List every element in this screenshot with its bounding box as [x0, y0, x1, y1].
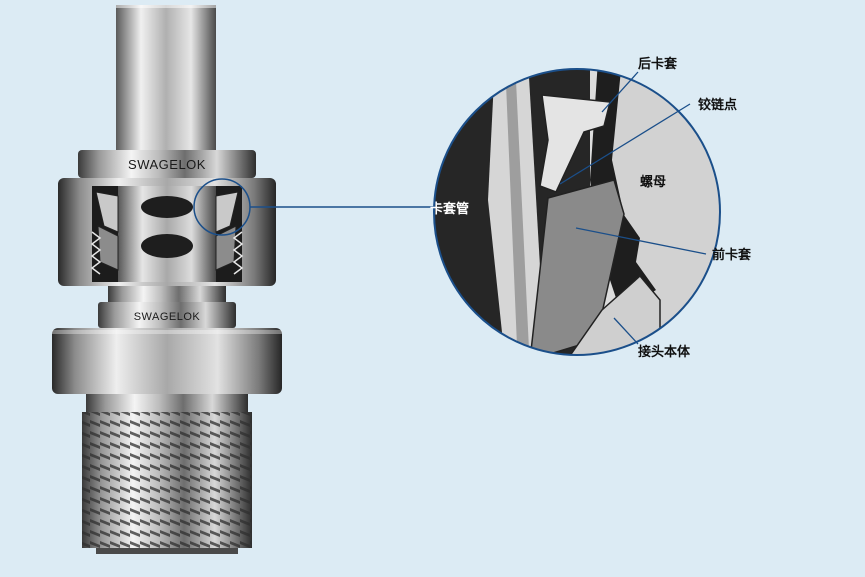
brand-top: SWAGELOK: [128, 157, 206, 172]
label-hinge-point: 铰链点: [698, 97, 737, 113]
label-front-ferrule: 前卡套: [712, 247, 752, 263]
label-tube: 卡套管: [430, 201, 469, 217]
label-rear-ferrule: 后卡套: [638, 56, 678, 72]
label-fitting-body: 接头本体: [638, 344, 691, 360]
rear-ferrule-shape: [539, 94, 611, 193]
tube-stub: [116, 5, 216, 155]
brand-bottom: SWAGELOK: [134, 311, 201, 323]
label-nut: 螺母: [640, 174, 666, 190]
fitting-illustration: SWAGELOK SWAGELOK: [52, 5, 282, 554]
zoom-circle-border: [433, 68, 721, 356]
body-collar: [98, 302, 236, 328]
zoom-detail: [433, 68, 721, 356]
callouts: 后卡套 铰链点 螺母 卡套管 前卡套 接头本体: [430, 56, 752, 360]
nut-collar: [78, 150, 256, 178]
body-hex: [52, 328, 282, 394]
